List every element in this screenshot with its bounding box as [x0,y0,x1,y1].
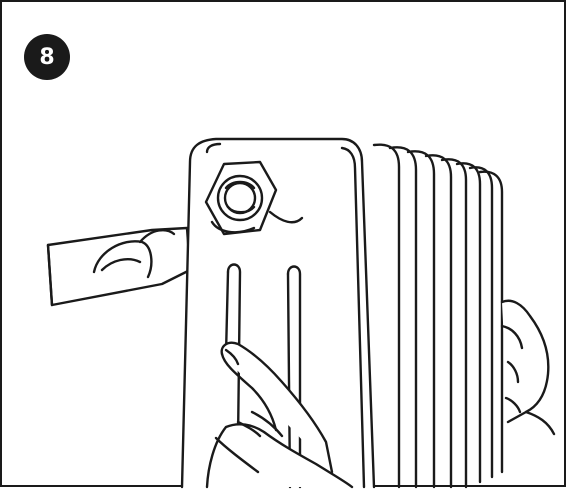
radiator-back-columns [374,145,502,487]
step-number-badge: 8 [24,34,70,80]
right-hand [502,301,554,434]
wall-bracket [48,228,190,305]
